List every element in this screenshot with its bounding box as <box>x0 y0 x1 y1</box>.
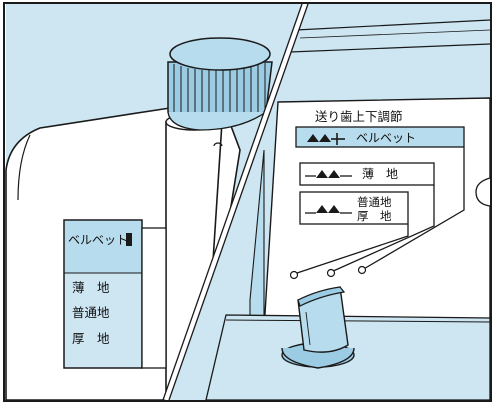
knob-cap-top <box>170 38 270 70</box>
left-label-normal: 普通地 <box>72 305 110 320</box>
left-plate-side <box>142 228 166 368</box>
left-label-plate-velvet-band <box>65 221 141 273</box>
left-label-thin: 薄 地 <box>72 280 110 295</box>
right-row-thin-label: 薄 地 <box>362 166 398 181</box>
left-label-thick: 厚 地 <box>72 331 110 346</box>
right-row-normal-label: 普通地 <box>357 195 392 209</box>
right-row-thick-label: 厚 地 <box>357 209 392 223</box>
right-row-normal-thick <box>300 192 408 224</box>
right-title: 送り歯上下調節 <box>315 109 403 124</box>
right-row-velvet-label: ベルベット <box>356 131 416 145</box>
left-label-velvet: ベルベット <box>68 233 128 247</box>
